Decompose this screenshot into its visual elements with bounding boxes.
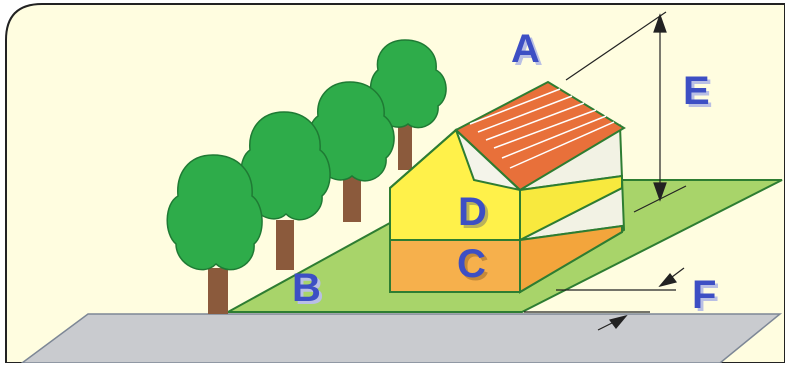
tree bbox=[166, 154, 263, 314]
house bbox=[389, 80, 626, 294]
setback-dimension bbox=[524, 267, 685, 331]
label-c: C bbox=[457, 242, 486, 286]
label-b: B bbox=[292, 266, 321, 310]
labels: A A B B C C D D E E F F bbox=[292, 27, 719, 320]
svg-text:C: C bbox=[460, 245, 489, 289]
label-a: A bbox=[511, 27, 540, 71]
tree-row bbox=[166, 39, 447, 314]
svg-text:D: D bbox=[461, 193, 490, 237]
tree bbox=[240, 111, 331, 270]
svg-text:F: F bbox=[695, 276, 719, 320]
tree bbox=[308, 81, 395, 222]
label-e: E bbox=[683, 69, 710, 113]
height-dimension bbox=[565, 11, 687, 213]
roof-stripes bbox=[469, 88, 615, 169]
label-d: D bbox=[458, 190, 487, 234]
tree bbox=[369, 39, 447, 170]
svg-text:B: B bbox=[295, 269, 324, 313]
road bbox=[19, 313, 783, 364]
svg-text:A: A bbox=[514, 30, 543, 74]
svg-text:E: E bbox=[686, 72, 713, 116]
label-f: F bbox=[692, 273, 716, 317]
